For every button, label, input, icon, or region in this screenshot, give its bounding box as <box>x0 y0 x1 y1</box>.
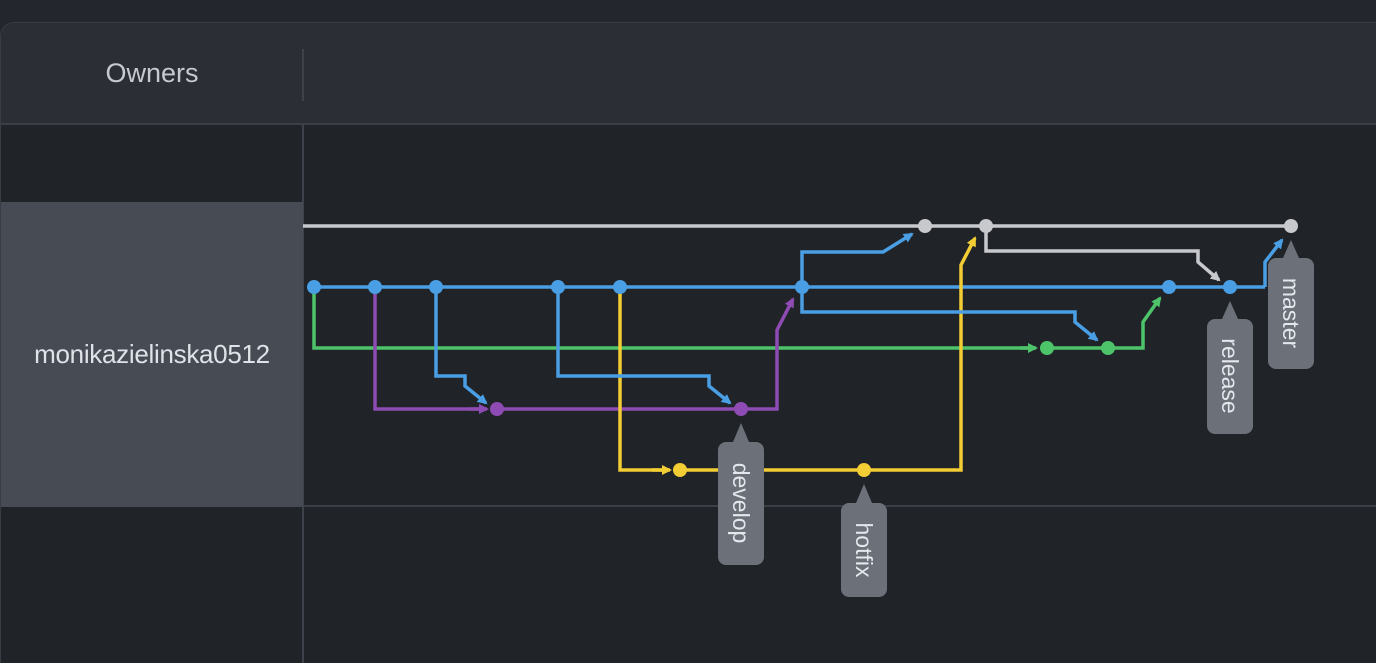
owner-name: monikazielinska0512 <box>34 339 270 369</box>
merge-arrow-blue-to-master <box>800 232 914 287</box>
merge-arrow-blue-to-purple-1 <box>434 287 488 405</box>
tag-develop[interactable]: develop <box>718 423 764 565</box>
graph-panel: Owners monikazielinska0512 <box>0 22 1376 663</box>
row-divider <box>304 505 1376 507</box>
tag-release-label: release <box>1217 338 1243 413</box>
merge-arrow-purple-to-blue <box>741 297 795 411</box>
tag-master-label: master <box>1278 278 1304 349</box>
commit-dot[interactable] <box>857 463 871 477</box>
tag-hotfix[interactable]: hotfix <box>841 484 887 597</box>
owners-column-header: Owners <box>105 58 199 88</box>
merge-arrow-yellow-to-master <box>864 236 977 472</box>
tag-develop-label: develop <box>728 463 754 544</box>
commit-dot[interactable] <box>551 280 565 294</box>
merge-arrow-green-to-blue <box>1108 296 1162 350</box>
commit-dot[interactable] <box>307 280 321 294</box>
tag-master[interactable]: master <box>1268 240 1314 369</box>
column-divider <box>302 125 304 663</box>
commit-dot[interactable] <box>368 280 382 294</box>
tag-release[interactable]: release <box>1207 301 1253 434</box>
commit-dot[interactable] <box>613 280 627 294</box>
branch-graph: master release develop hotfix <box>303 219 1314 597</box>
commit-dot[interactable] <box>673 463 687 477</box>
merge-arrow-blue-to-green <box>800 287 1099 342</box>
commit-dot[interactable] <box>1101 341 1115 355</box>
commit-dot[interactable] <box>1284 219 1298 233</box>
commit-dot[interactable] <box>979 219 993 233</box>
commit-dot[interactable] <box>918 219 932 233</box>
merge-arrow-grey-to-blue <box>984 226 1221 282</box>
commit-dot[interactable] <box>1040 341 1054 355</box>
commit-dot[interactable] <box>1162 280 1176 294</box>
develop-branch-line <box>373 287 484 411</box>
table-header: Owners <box>1 23 1376 125</box>
hotfix-branch-line <box>618 287 666 472</box>
owner-row[interactable]: monikazielinska0512 <box>1 202 303 507</box>
header-divider <box>302 49 304 101</box>
commit-dot[interactable] <box>490 402 504 416</box>
merge-arrow-blue-to-master-final <box>1263 238 1284 287</box>
feature-branch-line <box>312 287 1033 350</box>
merge-arrow-blue-to-purple-2 <box>556 287 732 405</box>
tag-hotfix-label: hotfix <box>851 523 877 578</box>
commit-dot[interactable] <box>429 280 443 294</box>
commit-dot[interactable] <box>795 280 809 294</box>
commit-dot[interactable] <box>1223 280 1237 294</box>
commit-dot[interactable] <box>734 402 748 416</box>
